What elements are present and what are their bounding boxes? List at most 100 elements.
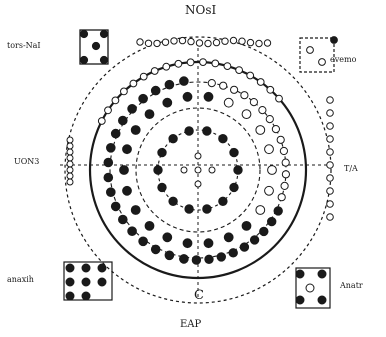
chain-dot	[276, 135, 285, 144]
box-dot	[97, 263, 107, 273]
center-dot	[194, 180, 202, 188]
mid-ring-dot	[162, 97, 173, 108]
right-chain-dot	[326, 135, 334, 143]
chain-dot	[266, 85, 275, 94]
top-chain-dot	[212, 38, 221, 47]
left-chain-dot	[66, 148, 74, 156]
outer-dashed-ring	[64, 36, 332, 304]
label-top: NOsI	[185, 3, 217, 17]
center-dot	[194, 152, 202, 160]
top-chain-dot	[170, 37, 178, 45]
outer-ring-dot	[164, 250, 175, 261]
chain-dot	[279, 146, 288, 156]
box-dot	[305, 283, 315, 293]
left-chain-dot	[66, 142, 74, 150]
outer-ring-dot	[164, 79, 175, 90]
outer-ring-dot	[273, 206, 283, 216]
mid-ring-dot	[264, 144, 274, 155]
chain-dot	[246, 71, 255, 80]
outer-ring-dot	[267, 216, 277, 227]
top-chain-dot	[229, 36, 238, 45]
mid-ring-dot	[223, 232, 234, 243]
right-chain-dot	[326, 200, 334, 208]
outer-ring-dot	[150, 85, 161, 96]
top-chain-dot	[238, 37, 246, 45]
chain-dot	[277, 193, 286, 202]
ring-dots	[65, 29, 338, 305]
ring-4	[135, 107, 261, 233]
chain-dot	[281, 158, 290, 167]
outer-ring-dot	[110, 201, 121, 212]
chain-dot	[249, 98, 258, 107]
left-chain-dot	[66, 160, 74, 168]
mid-ring-dot	[130, 125, 141, 135]
mid-ring-dot	[255, 125, 266, 135]
mid-ring-dot	[241, 221, 252, 231]
chain-dot	[265, 115, 274, 124]
inner-ring-dot	[229, 147, 239, 158]
box-top-left	[79, 29, 109, 65]
top-chain-dot	[178, 36, 187, 45]
right-chain-dot	[326, 109, 334, 117]
mid-ring-dot	[130, 205, 141, 215]
box-dot	[330, 36, 338, 44]
chain-dot	[280, 181, 289, 190]
chain-dot	[219, 81, 228, 90]
center-dot	[194, 166, 202, 174]
outer-ring-dot	[239, 242, 250, 252]
outer-ring-dot	[138, 236, 148, 247]
top-chain-dot	[246, 38, 255, 47]
chain-dot	[120, 87, 128, 96]
mid-ring-dot	[264, 185, 274, 196]
left-chain-dot	[66, 136, 74, 144]
outer-ring-dot	[138, 93, 148, 104]
chain-dot	[139, 72, 148, 81]
chain-dot	[240, 91, 249, 100]
chain-dot	[275, 94, 283, 103]
chain-dot	[258, 106, 267, 115]
mid-ring-dot	[267, 165, 277, 175]
box-dot	[79, 29, 89, 39]
right-chain-dot	[326, 174, 334, 182]
top-chain-dot	[187, 37, 195, 46]
outer-ring-dot	[103, 157, 114, 168]
box-dot	[306, 46, 314, 54]
chain-dot	[162, 62, 171, 71]
top-chain-dot	[255, 39, 263, 48]
mid-ring-dot	[203, 238, 214, 249]
label-bottom: EAP	[180, 319, 202, 330]
box-dot	[295, 269, 305, 279]
left-chain-dot	[66, 166, 74, 174]
outer-ring-dot	[216, 252, 227, 262]
outer-ring-dot	[191, 255, 202, 265]
center-letter: C	[194, 288, 204, 303]
mid-ring-dot	[119, 165, 129, 175]
chain-dot	[97, 117, 106, 125]
top-chain-dot	[161, 38, 170, 46]
inner-ring-dot	[229, 182, 239, 193]
chain-dot	[199, 58, 207, 66]
top-chain-dot	[221, 37, 229, 45]
inner-ring-dot	[168, 134, 178, 144]
chain-dot	[186, 58, 195, 67]
chain-dot	[230, 85, 239, 94]
mid-ring-dot	[182, 238, 193, 249]
right-chain-dot	[326, 122, 334, 130]
outer-ring-dot	[249, 235, 260, 245]
left-chain-dot	[66, 154, 74, 162]
inner-ring-dot	[202, 126, 212, 136]
outer-ring-dot	[127, 226, 137, 236]
mid-ring-dot	[182, 91, 193, 102]
inner-ring-dot	[218, 134, 228, 144]
label-bottom-left: anaxih	[7, 275, 34, 284]
inner-ring-dot	[157, 182, 167, 193]
right-chain-dot	[326, 148, 334, 156]
inner-ring-dot	[184, 204, 194, 214]
left-chain-dot	[66, 172, 74, 180]
inner-ring-dot	[202, 204, 212, 214]
outer-ring-dot	[179, 254, 189, 264]
box-dot	[65, 291, 75, 301]
mid-ring-dot	[223, 97, 234, 108]
box-dot	[317, 269, 327, 279]
